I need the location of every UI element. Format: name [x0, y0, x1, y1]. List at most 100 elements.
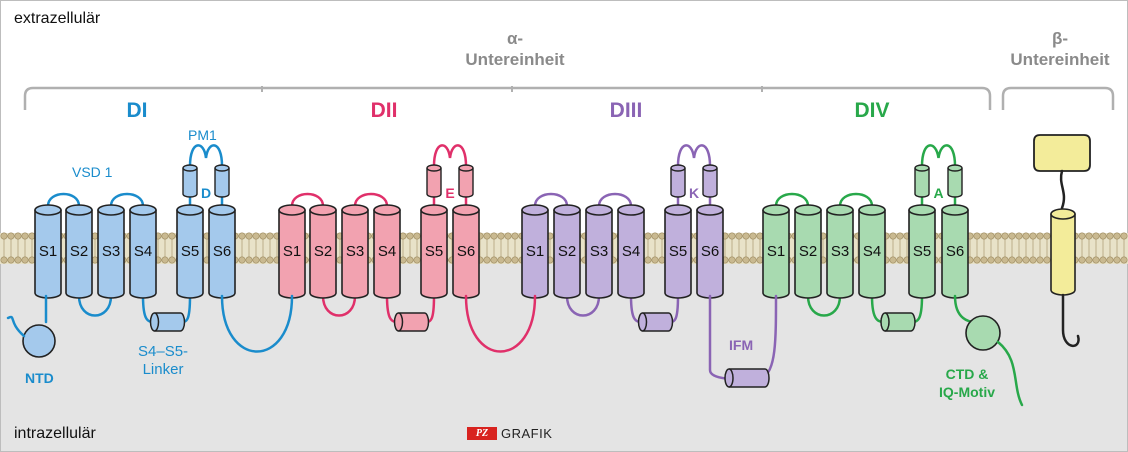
- alpha-subunit-line1: α-: [506, 29, 524, 48]
- helix-body: [34, 210, 62, 299]
- lipid-head-outer: [1022, 232, 1030, 240]
- helix-top: [176, 204, 204, 216]
- pore-helix-top: [426, 164, 442, 172]
- helix-top: [65, 204, 93, 216]
- extracellular-loop: [533, 192, 569, 208]
- lipid-head-outer: [749, 232, 757, 240]
- lipid-head-inner: [406, 256, 414, 264]
- beta-extracellular-domain: [1033, 134, 1091, 172]
- helix-top: [826, 204, 854, 216]
- helix-top: [452, 204, 480, 216]
- lipid-head-inner: [1078, 256, 1086, 264]
- lipid-head-outer: [1036, 232, 1044, 240]
- linker-helix-dii: [393, 312, 430, 332]
- alpha-subunit-brace: [23, 86, 992, 110]
- lipid-head-inner: [1015, 256, 1023, 264]
- helix-top: [278, 204, 306, 216]
- segment-div-s2: [794, 204, 822, 299]
- linker-label-line2: Linker: [142, 361, 184, 378]
- segment-label: S6: [945, 243, 965, 260]
- segment-label: S6: [700, 243, 720, 260]
- helix-top: [97, 204, 125, 216]
- lipid-head-outer: [161, 232, 169, 240]
- lipid-head-inner: [238, 256, 246, 264]
- domain-label-diii: DIII: [609, 99, 643, 122]
- pore-helix: [458, 164, 474, 198]
- beta-transmembrane-helix: [1050, 208, 1076, 296]
- pore-loop-arc: [676, 144, 712, 168]
- lipid-head-inner: [161, 256, 169, 264]
- domain-label-dii: DII: [370, 99, 398, 122]
- linker-helix-end: [393, 312, 404, 332]
- segment-label: S1: [38, 243, 58, 260]
- linker-helix-body: [885, 312, 916, 332]
- segment-label: S6: [456, 243, 476, 260]
- lipid-head-inner: [259, 256, 267, 264]
- lipid-head-inner: [1029, 256, 1037, 264]
- segment-diii-s6: [696, 204, 724, 299]
- linker-helix-diii: [637, 312, 674, 332]
- pore-residue-label: A: [933, 185, 944, 201]
- lipid-head-outer: [259, 232, 267, 240]
- pore-helix: [182, 164, 198, 198]
- lipid-head-outer: [973, 232, 981, 240]
- ctd-domain: [965, 315, 1001, 351]
- helix-body: [585, 210, 613, 299]
- lipid-head-outer: [252, 232, 260, 240]
- lipid-head-outer: [889, 232, 897, 240]
- helix-body: [617, 210, 645, 299]
- lipid-head-inner: [651, 256, 659, 264]
- lipid-head-outer: [987, 232, 995, 240]
- extracellular-loop: [774, 192, 810, 208]
- helix-body: [826, 210, 854, 299]
- lipid-head-outer: [504, 232, 512, 240]
- segment-label: S4: [377, 243, 397, 260]
- lipid-head-outer: [168, 232, 176, 240]
- pore-helix: [426, 164, 442, 198]
- intracellular-loop: [806, 294, 842, 317]
- segment-dii-s4: [373, 204, 401, 299]
- domain-label-di: DI: [126, 99, 148, 122]
- extracellular-loop: [109, 192, 145, 208]
- helix-top: [341, 204, 369, 216]
- lipid-head-inner: [749, 256, 757, 264]
- pore-helix: [670, 164, 686, 198]
- linker-dii-diii: [464, 294, 537, 353]
- lipid-head-inner: [728, 256, 736, 264]
- segment-div-s4: [858, 204, 886, 299]
- lipid-head-inner: [980, 256, 988, 264]
- lipid-head-outer: [742, 232, 750, 240]
- segment-label: S2: [69, 243, 89, 260]
- segment-label: S5: [668, 243, 688, 260]
- pore-helix-top: [702, 164, 718, 172]
- helix-top: [617, 204, 645, 216]
- helix-top: [664, 204, 692, 216]
- segment-label: S4: [621, 243, 641, 260]
- lipid-head-inner: [973, 256, 981, 264]
- lipid-head-inner: [1008, 256, 1016, 264]
- lipid-head-outer: [980, 232, 988, 240]
- lipid-head-outer: [490, 232, 498, 240]
- lipid-head-outer: [1085, 232, 1093, 240]
- lipid-head-inner: [497, 256, 505, 264]
- lipid-head-outer: [1043, 232, 1051, 240]
- lipid-head-outer: [7, 232, 15, 240]
- helix-top: [34, 204, 62, 216]
- linker-label-line1: S4–S5-: [138, 343, 189, 360]
- lipid-head-outer: [1015, 232, 1023, 240]
- segment-diii-s2: [553, 204, 581, 299]
- pore-helix: [702, 164, 718, 198]
- pore-helix: [947, 164, 963, 198]
- ntd-domain: [22, 324, 56, 358]
- segment-di-s5: [176, 204, 204, 299]
- lipid-head-inner: [1022, 256, 1030, 264]
- beta-subunit-line1: β-: [1051, 29, 1069, 48]
- segment-di-s2: [65, 204, 93, 299]
- lipid-head-inner: [168, 256, 176, 264]
- helix-body: [97, 210, 125, 299]
- lipid-head-inner: [742, 256, 750, 264]
- segment-dii-s2: [309, 204, 337, 299]
- beta-helix-body: [1050, 214, 1076, 296]
- lipid-head-inner: [1099, 256, 1107, 264]
